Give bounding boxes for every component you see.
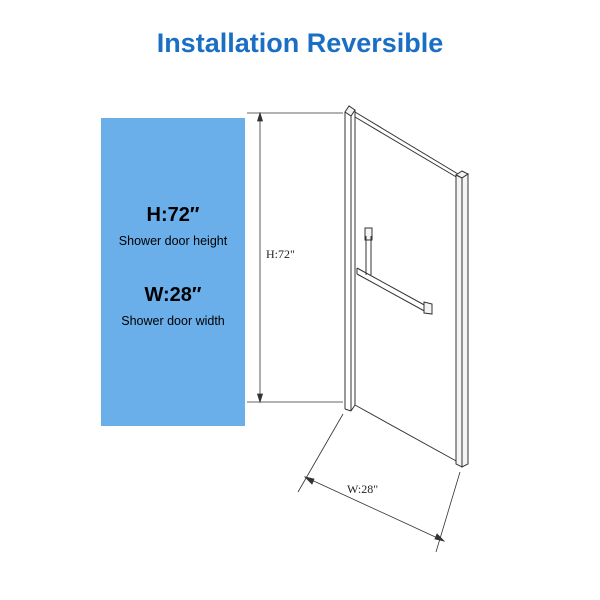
glass-panel: [354, 111, 459, 463]
dimension-info-panel: H:72″ Shower door height W:28″ Shower do…: [101, 118, 245, 426]
width-caption: Shower door width: [121, 314, 225, 328]
width-dimension-label: W:28": [347, 482, 378, 496]
towel-bar-handle-icon: [356, 227, 433, 315]
height-caption: Shower door height: [118, 234, 228, 248]
door-frame: [344, 105, 356, 412]
width-value: W:28″: [144, 284, 202, 306]
height-dimension-label: H:72": [266, 247, 295, 261]
height-value: H:72″: [146, 204, 200, 226]
height-dimension: [247, 111, 343, 404]
end-post: [455, 170, 469, 468]
page-title: Installation Reversible: [156, 28, 444, 58]
width-dimension: [297, 413, 461, 553]
